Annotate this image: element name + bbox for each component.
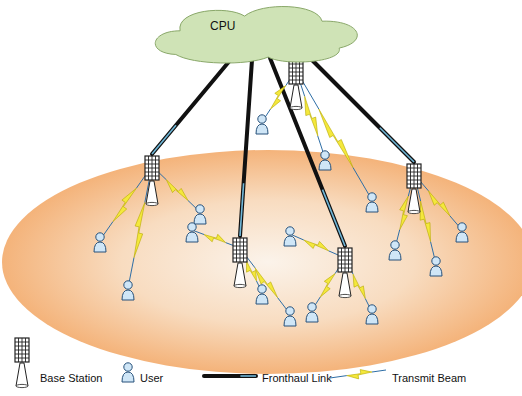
user-icon xyxy=(284,227,296,246)
fronthaul-links xyxy=(152,48,414,246)
base-station-icon xyxy=(145,156,159,206)
transmit-beams xyxy=(100,70,462,314)
base-station-icon xyxy=(407,164,421,214)
legend-user xyxy=(122,363,134,382)
coverage-area xyxy=(2,150,522,374)
base-station-icon xyxy=(338,248,352,298)
user-icon xyxy=(94,233,106,252)
user-icon xyxy=(284,307,296,326)
user-icon xyxy=(389,241,401,260)
user-icon xyxy=(366,305,378,324)
legend-icons xyxy=(15,338,386,388)
legend-text: Transmit Beam xyxy=(392,372,466,384)
legend-text: User xyxy=(140,372,163,384)
legend-text: Fronthaul Link xyxy=(262,372,332,384)
user-icon xyxy=(256,115,268,134)
legend-base-station xyxy=(15,338,29,388)
user-icon xyxy=(430,257,442,276)
base-station-icon xyxy=(233,238,247,288)
node-label: CPU xyxy=(210,19,235,33)
user-icon xyxy=(256,285,268,304)
cpu-cloud: CPU xyxy=(150,2,365,66)
network-icons xyxy=(94,60,468,326)
base-station-icon xyxy=(289,60,303,110)
legend-text: Base Station xyxy=(40,372,102,384)
user-icon xyxy=(319,151,331,170)
user-icon xyxy=(186,223,198,242)
cloud-shape xyxy=(150,2,365,66)
user-icon xyxy=(194,205,206,224)
user-icon xyxy=(122,281,134,300)
user-icon xyxy=(306,303,318,322)
user-icon xyxy=(456,223,468,242)
user-icon xyxy=(366,193,378,212)
